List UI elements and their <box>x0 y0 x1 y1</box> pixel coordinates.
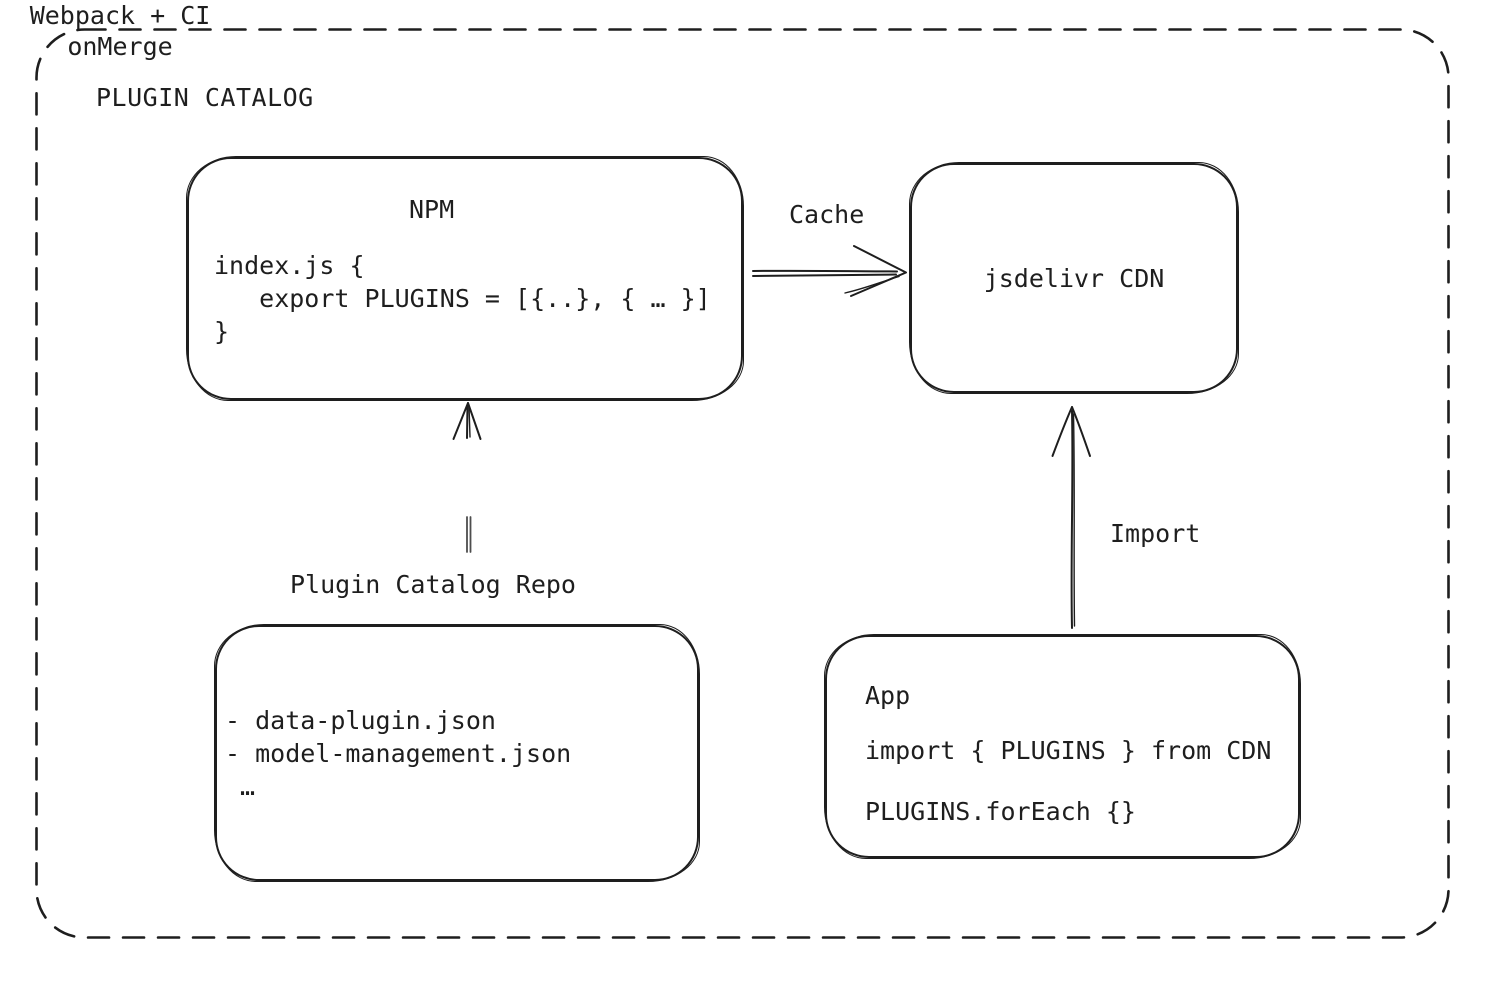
build-edge-label: Webpack + CI onMerge <box>0 0 240 62</box>
build-edge-label-line1: Webpack + CI <box>29 1 211 30</box>
diagram-title: PLUGIN CATALOG <box>96 83 314 112</box>
repo-file-item: - model-management.json <box>225 739 572 768</box>
npm-code-line: index.js { <box>214 251 365 280</box>
npm-node-title: NPM <box>409 195 455 224</box>
import-arrow <box>1051 406 1091 629</box>
cdn-node-label: jsdelivr CDN <box>983 263 1165 293</box>
build-edge-label-line2: onMerge <box>67 32 173 61</box>
app-node-title: App <box>865 681 911 710</box>
build-connector-line <box>466 516 472 553</box>
repo-file-item: … <box>225 772 256 801</box>
npm-node: NPM index.js { export PLUGINS = [{..}, {… <box>186 156 744 401</box>
app-code-line: import { PLUGINS } from CDN <box>865 736 1272 765</box>
repo-file-list: - data-plugin.json - model-management.js… <box>225 704 571 803</box>
npm-code-line: } <box>214 317 230 346</box>
npm-code-line: export PLUGINS = [{..}, { … }] <box>214 284 711 313</box>
repo-node: - data-plugin.json - model-management.js… <box>214 624 700 882</box>
repo-file-item: - data-plugin.json <box>225 706 496 735</box>
cdn-node: jsdelivr CDN <box>909 162 1239 394</box>
app-code-line: PLUGINS.forEach {} <box>865 797 1136 826</box>
cache-edge-label: Cache <box>789 200 865 229</box>
app-node: App import { PLUGINS } from CDN PLUGINS.… <box>824 634 1301 859</box>
repo-node-label: Plugin Catalog Repo <box>290 570 576 599</box>
npm-code-block: index.js { export PLUGINS = [{..}, { … }… <box>214 249 711 348</box>
build-arrow <box>452 402 482 440</box>
import-edge-label: Import <box>1110 519 1201 548</box>
cache-arrow <box>752 245 907 297</box>
